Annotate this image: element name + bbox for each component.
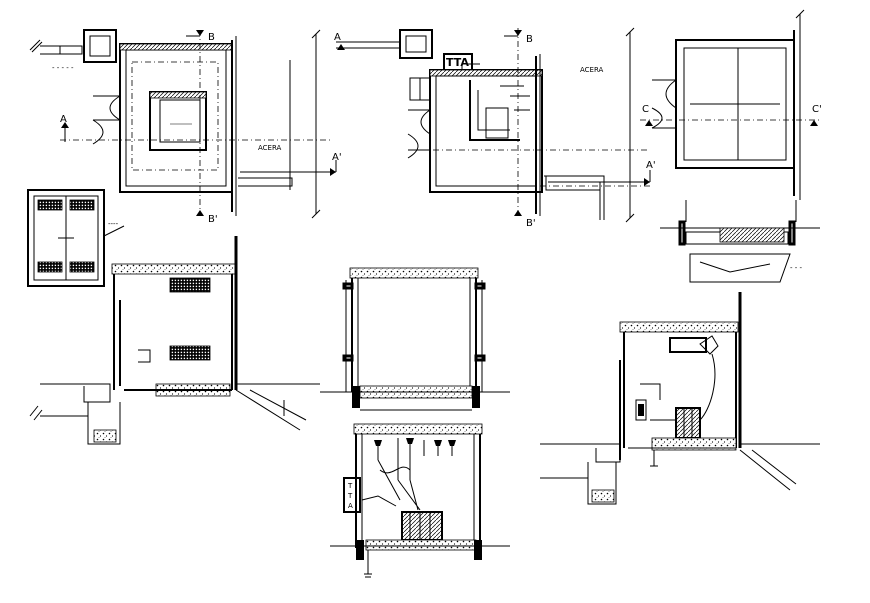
section-b-view xyxy=(320,267,510,411)
label-acera: ACERA xyxy=(258,144,282,152)
door-elevation: ---- xyxy=(27,189,125,287)
svg-text:- - - - -: - - - - - xyxy=(52,64,74,72)
plan-view-2: A TTA B B' A' ACERA xyxy=(334,27,656,229)
svg-text:T: T xyxy=(347,482,353,490)
section-marker-c-prime: C' xyxy=(812,104,822,115)
label-acera-2: ACERA xyxy=(580,66,604,74)
section-c-view xyxy=(540,292,820,505)
svg-text:A: A xyxy=(348,502,353,510)
section-marker-a: A xyxy=(60,114,67,125)
section-marker-b-prime: B' xyxy=(208,214,218,225)
section-b-transformer-view: T T A xyxy=(330,423,510,578)
plan-view-3: C C' - - - xyxy=(640,9,822,283)
tta-label-plan: TTA xyxy=(446,56,469,69)
svg-text:T: T xyxy=(347,492,353,500)
section-marker-a2-prime: A' xyxy=(646,160,656,171)
plan-view-1: - - - - - B B' A A' ACERA xyxy=(29,29,342,225)
section-marker-b2-prime: B' xyxy=(526,218,536,229)
section-marker-a-prime: A' xyxy=(332,152,342,163)
section-marker-a2: A xyxy=(334,32,341,43)
svg-text:----: ---- xyxy=(108,220,119,228)
section-marker-b: B xyxy=(208,32,215,43)
svg-text:- - -: - - - xyxy=(790,264,803,272)
section-a-view xyxy=(29,236,320,445)
section-marker-c: C xyxy=(642,104,649,115)
section-marker-b2: B xyxy=(526,34,533,45)
